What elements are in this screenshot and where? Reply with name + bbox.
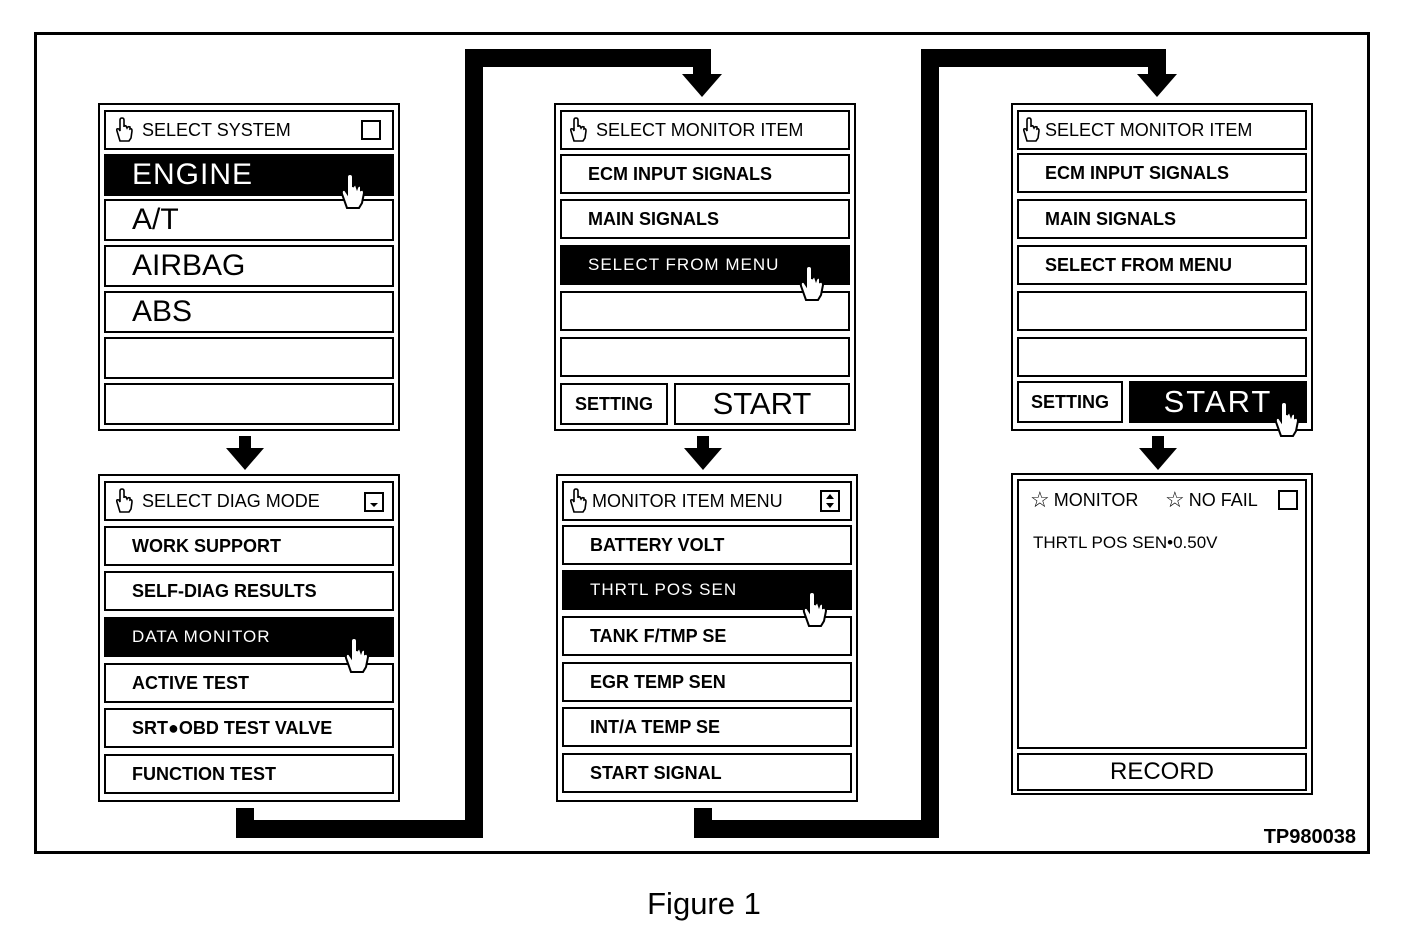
diag-item-data-monitor[interactable]: DATA MONITOR (104, 617, 394, 657)
menu-item-egr-temp-sen[interactable]: EGR TEMP SEN (562, 662, 852, 702)
scroll-down-icon[interactable] (364, 492, 384, 512)
diag-item-work-support[interactable]: WORK SUPPORT (104, 526, 394, 566)
panel-title: SELECT DIAG MODE (104, 481, 394, 521)
menu-item-tank-ftmp-se[interactable]: TANK F/TMP SE (562, 616, 852, 656)
monitor-item-select-from-menu[interactable]: SELECT FROM MENU (560, 245, 850, 285)
panel-monitor-display (1011, 473, 1313, 795)
panel-title: SELECT MONITOR ITEM (1017, 110, 1307, 150)
pointing-hand-icon (115, 117, 133, 142)
system-item-empty[interactable] (104, 337, 394, 379)
start-button[interactable]: START (674, 383, 850, 425)
title-text: MONITOR ITEM MENU (592, 490, 783, 511)
monitor-item-ecm-input-signals[interactable]: ECM INPUT SIGNALS (560, 154, 850, 194)
diag-item-active-test[interactable]: ACTIVE TEST (104, 663, 394, 703)
diag-item-srt-obd-test-value[interactable]: SRT●OBD TEST VALVE (104, 708, 394, 748)
no-fail-tab[interactable]: ☆ NO FAIL (1165, 487, 1258, 512)
connector-1 (236, 49, 711, 838)
title-text: SELECT DIAG MODE (142, 490, 320, 511)
menu-item-start-signal[interactable]: START SIGNAL (562, 753, 852, 793)
panel-title: MONITOR ITEM MENU (562, 481, 852, 521)
panel-title: SELECT MONITOR ITEM (560, 110, 850, 150)
system-item-engine[interactable]: ENGINE (104, 154, 394, 196)
figure-frame (34, 32, 1370, 854)
setting-button[interactable]: SETTING (1017, 381, 1123, 423)
checkbox-icon[interactable] (361, 120, 381, 140)
panel-title: SELECT SYSTEM (104, 110, 394, 150)
connector-2 (694, 49, 1166, 838)
monitor-tab[interactable]: ☆ MONITOR (1030, 487, 1139, 512)
monitor-item-empty[interactable] (560, 291, 850, 331)
title-text: SELECT MONITOR ITEM (1045, 119, 1253, 140)
monitor-screen (1017, 479, 1307, 749)
pointing-hand-icon (802, 590, 828, 627)
monitor-reading: THRTL POS SEN•0.50V (1033, 533, 1218, 552)
record-button[interactable]: RECORD (1017, 753, 1307, 791)
menu-item-thrtl-pos-sen[interactable]: THRTL POS SEN (562, 570, 852, 610)
monitor-item-empty[interactable] (560, 337, 850, 377)
star-icon: ☆ (1165, 487, 1185, 512)
pointing-hand-icon (115, 488, 133, 513)
system-item-airbag[interactable]: AIRBAG (104, 245, 394, 287)
checkbox-icon[interactable] (1278, 490, 1298, 510)
pointing-hand-icon (340, 172, 366, 209)
pointing-hand-icon (799, 264, 825, 301)
figure-caption: Figure 1 (647, 886, 761, 921)
arrow-down-icon-5 (1139, 436, 1177, 470)
system-item-abs[interactable]: ABS (104, 291, 394, 333)
arrow-down-icon-3 (682, 74, 722, 97)
scroll-updown-icon[interactable] (820, 490, 840, 512)
diag-item-self-diag-results[interactable]: SELF-DIAG RESULTS (104, 571, 394, 611)
pointing-hand-icon (569, 117, 587, 142)
monitor-item-empty[interactable] (1017, 337, 1307, 377)
arrow-down-icon-2 (684, 436, 722, 470)
pointing-hand-icon (1022, 117, 1040, 142)
system-item-empty[interactable] (104, 383, 394, 425)
arrow-down-icon-1 (226, 436, 264, 470)
menu-item-inta-temp-se[interactable]: INT/A TEMP SE (562, 707, 852, 747)
menu-item-battery-volt[interactable]: BATTERY VOLT (562, 525, 852, 565)
monitor-item-ecm-input-signals[interactable]: ECM INPUT SIGNALS (1017, 153, 1307, 193)
monitor-item-empty[interactable] (1017, 291, 1307, 331)
monitor-item-main-signals[interactable]: MAIN SIGNALS (1017, 199, 1307, 239)
pointing-hand-icon (1274, 400, 1300, 437)
monitor-item-main-signals[interactable]: MAIN SIGNALS (560, 199, 850, 239)
diag-item-function-test[interactable]: FUNCTION TEST (104, 754, 394, 794)
arrow-down-icon-4 (1137, 74, 1177, 97)
figure-id: TP980038 (1263, 826, 1356, 848)
setting-button[interactable]: SETTING (560, 383, 668, 425)
pointing-hand-icon (344, 636, 370, 673)
monitor-item-select-from-menu[interactable]: SELECT FROM MENU (1017, 245, 1307, 285)
star-icon: ☆ (1030, 487, 1050, 512)
pointing-hand-icon (569, 488, 587, 513)
start-button[interactable]: START (1129, 381, 1307, 423)
title-text: SELECT SYSTEM (142, 119, 291, 140)
title-text: SELECT MONITOR ITEM (596, 119, 804, 140)
